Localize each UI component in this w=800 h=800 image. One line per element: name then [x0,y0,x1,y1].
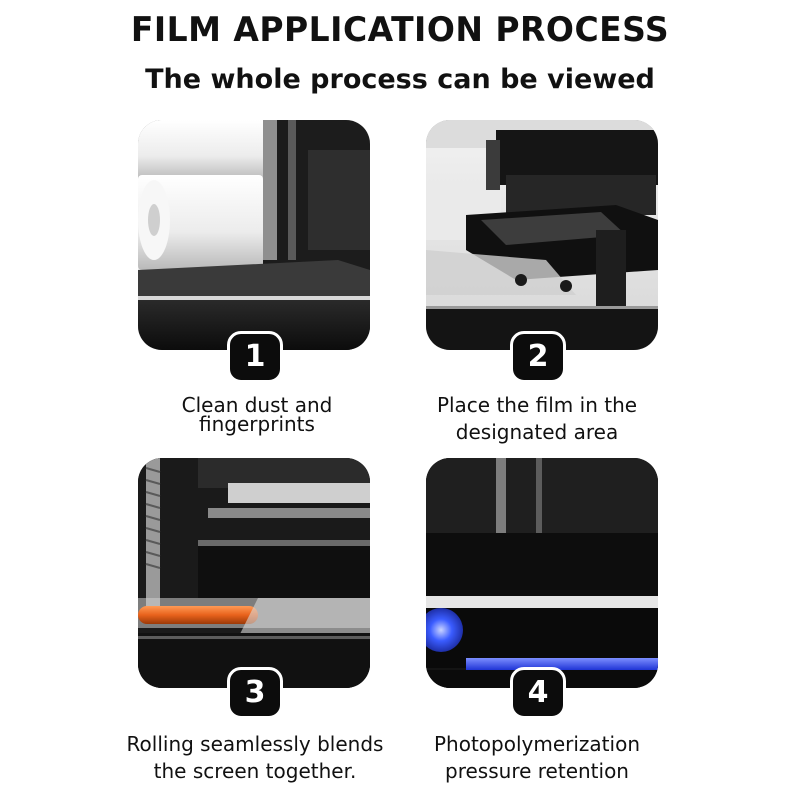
step-3-caption: Rolling seamlessly blends the screen tog… [110,731,400,785]
uv-press-photo-icon [426,458,658,688]
step-3-image [138,458,370,688]
step-2-caption-line-1: Place the film in the [436,393,638,417]
step-4-caption: Photopolymerization pressure retention [392,731,682,785]
step-4-number-badge: 4 [510,667,566,719]
step-1-caption-line-1: Clean dust and [181,393,333,417]
page-subtitle: The whole process can be viewed [145,64,655,95]
step-4-caption-line-1: Photopolymerization [433,732,640,756]
step-1-number-badge: 1 [227,331,283,383]
page-title: FILM APPLICATION PROCESS [130,10,670,50]
step-3-caption-line-2: the screen together. [153,759,357,783]
step-3-number-badge: 3 [227,667,283,719]
step-4-caption-line-2: pressure retention [445,759,629,783]
step-2-image [426,120,658,350]
step-2-number-badge: 2 [510,331,566,383]
step-4-image [426,458,658,688]
film-tray-photo-icon [426,120,658,350]
step-1-image [138,120,370,350]
printer-roller-photo-icon [138,120,370,350]
roller-press-photo-icon [138,458,370,688]
step-2-caption: Place the film in the designated area [392,392,682,446]
step-1-caption: Clean dust and fingerprints [112,393,402,436]
step-2-caption-line-2: designated area [455,420,619,444]
step-1-caption-line-2: fingerprints [199,412,315,436]
step-3-caption-line-1: Rolling seamlessly blends [126,732,384,756]
